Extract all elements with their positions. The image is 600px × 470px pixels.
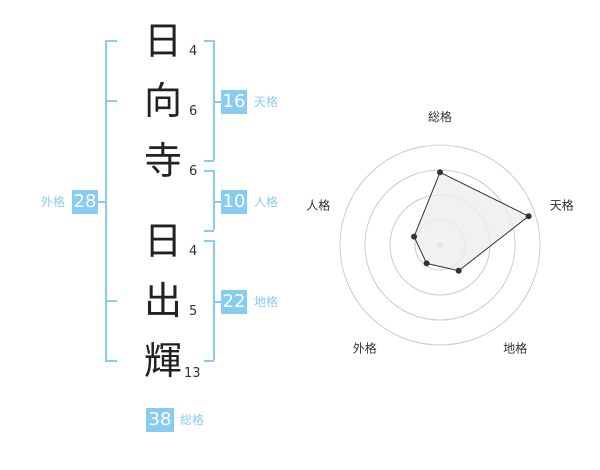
radar-point-1 [437, 169, 443, 176]
name-char-1: 日 [143, 19, 182, 63]
gaikaku-bracket-tick-bottom [105, 360, 117, 362]
stroke-count-1: 4 [189, 44, 198, 59]
chikaku-bracket-line [213, 240, 215, 360]
gaikaku-connector [97, 201, 105, 203]
radar-ring-4 [339, 144, 541, 346]
stroke-count-2: 6 [189, 104, 198, 119]
gaikaku-bracket-tick-top [105, 40, 117, 42]
chikaku-bracket-tick-top [204, 240, 214, 242]
radar-axis-label-4: 外格 [353, 341, 377, 356]
stroke-count-4: 4 [189, 244, 198, 259]
soukaku-label: 総格 [180, 413, 205, 427]
name-char-5: 出 [143, 279, 182, 323]
gaikaku-value: 28 [72, 190, 98, 214]
jinkaku-connector [213, 201, 221, 203]
gaikaku-bracket-line [105, 40, 107, 360]
jinkaku-bracket-tick-top [204, 170, 214, 172]
soukaku-value: 38 [146, 408, 174, 432]
radar-point-4 [423, 260, 430, 267]
name-char-6: 輝 [143, 339, 182, 383]
tenkaku-label: 天格 [254, 95, 279, 109]
radar-axis-label-3: 地格 [503, 341, 527, 356]
gaikaku-bracket-tick-5 [105, 300, 117, 302]
chikaku-value: 22 [221, 290, 247, 314]
radar-shape [411, 169, 532, 274]
tenkaku-bracket-line [213, 40, 215, 160]
stroke-count-3: 6 [189, 164, 198, 179]
radar-polygon [413, 171, 530, 272]
radar-point-5 [411, 233, 418, 240]
chikaku-bracket-tick-bottom [204, 360, 214, 362]
jinkaku-bracket-tick-bottom [204, 230, 214, 232]
stroke-count-5: 5 [189, 304, 198, 319]
tenkaku-connector [213, 101, 221, 103]
radar-point-3 [455, 267, 462, 274]
tenkaku-bracket-tick-bottom [204, 160, 214, 162]
gaikaku-bracket-tick-2 [105, 100, 117, 102]
gaikaku-label: 外格 [41, 195, 66, 209]
radar-axis-label-5: 人格 [306, 197, 330, 212]
tenkaku-bracket-tick-top [204, 40, 214, 42]
radar-axis-label-2: 天格 [550, 197, 574, 212]
tenkaku-value: 16 [221, 90, 247, 114]
radar-point-2 [525, 213, 532, 220]
jinkaku-value: 10 [221, 190, 247, 214]
stroke-count-6: 13 [184, 366, 201, 381]
name-char-2: 向 [143, 79, 182, 123]
chikaku-label: 地格 [254, 295, 279, 309]
name-char-4: 日 [143, 219, 182, 263]
jinkaku-bracket-line [213, 170, 215, 230]
radar-axis-label-1: 総格 [428, 110, 452, 124]
name-char-3: 寺 [143, 139, 182, 183]
jinkaku-label: 人格 [254, 195, 279, 209]
chikaku-connector [213, 301, 221, 303]
